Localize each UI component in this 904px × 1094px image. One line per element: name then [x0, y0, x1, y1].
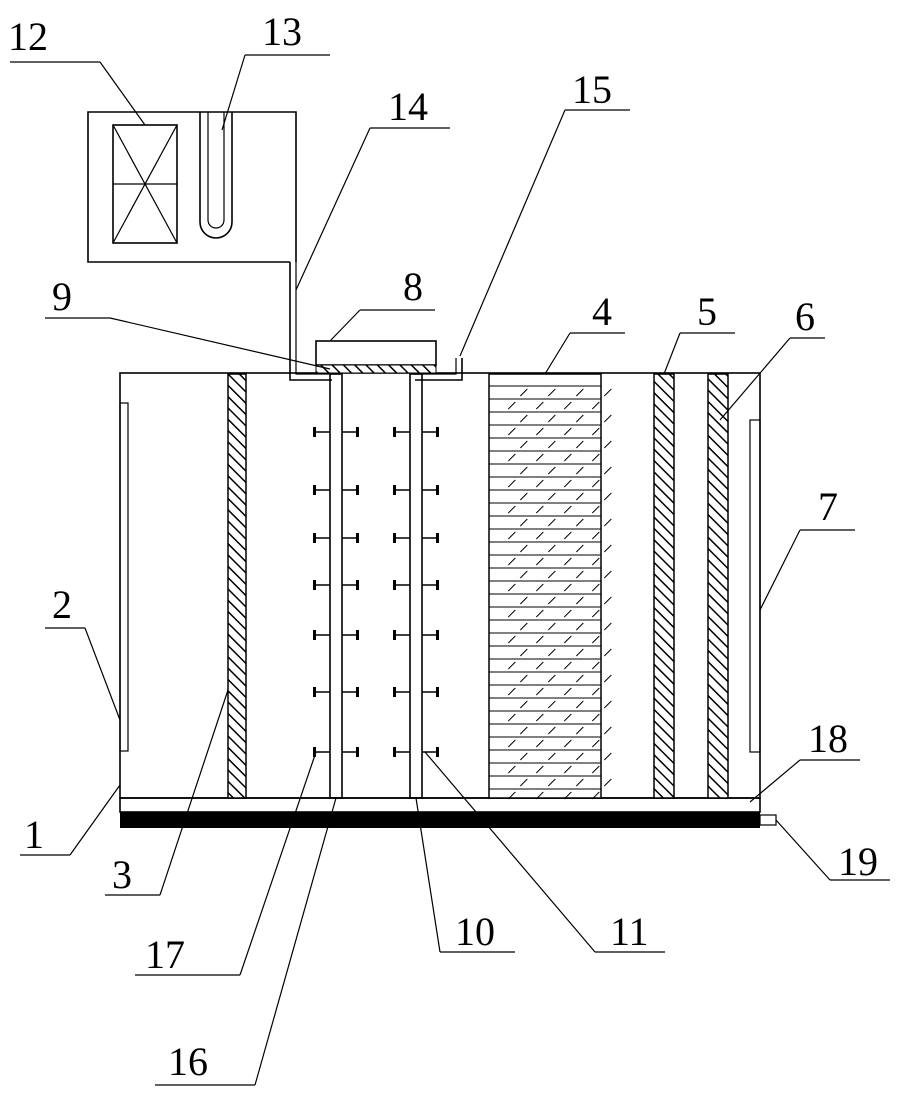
nozzle-icon — [422, 747, 439, 757]
nozzle-icon — [393, 485, 410, 495]
lid-seal — [316, 365, 436, 373]
label-6: 6 — [795, 294, 815, 339]
lid — [316, 341, 436, 365]
nozzle-icon — [393, 747, 410, 757]
nozzle-icon — [342, 485, 359, 495]
nozzle-group — [313, 427, 439, 757]
label-16: 16 — [168, 1039, 208, 1084]
nozzle-icon — [422, 427, 439, 437]
label-7: 7 — [818, 484, 838, 529]
nozzle-icon — [342, 580, 359, 590]
leader-lines — [10, 55, 890, 1085]
nozzle-icon — [422, 687, 439, 697]
label-12: 12 — [8, 14, 48, 59]
nozzle-icon — [313, 485, 330, 495]
label-10: 10 — [455, 909, 495, 954]
control-box — [88, 112, 296, 262]
label-5: 5 — [697, 289, 717, 334]
label-1: 1 — [24, 812, 44, 857]
right-window — [750, 420, 760, 752]
left-window — [120, 403, 128, 751]
nozzle-icon — [342, 747, 359, 757]
nozzle-icon — [313, 687, 330, 697]
label-18: 18 — [808, 716, 848, 761]
nozzle-icon — [313, 630, 330, 640]
spray-tube-16 — [330, 374, 342, 798]
outlet-pipe — [760, 815, 776, 825]
nozzle-icon — [342, 427, 359, 437]
label-14: 14 — [388, 84, 428, 129]
bottom-bar — [120, 812, 760, 828]
nozzle-icon — [393, 427, 410, 437]
nozzle-icon — [393, 687, 410, 697]
nozzle-icon — [422, 485, 439, 495]
nozzle-icon — [342, 687, 359, 697]
label-3: 3 — [112, 852, 132, 897]
nozzle-icon — [422, 580, 439, 590]
nozzle-icon — [393, 580, 410, 590]
nozzle-icon — [313, 533, 330, 543]
nozzle-icon — [422, 533, 439, 543]
label-8: 8 — [403, 264, 423, 309]
label-19: 19 — [838, 839, 878, 884]
label-17: 17 — [145, 932, 185, 977]
filter-plate-5 — [654, 374, 674, 798]
filter-plate-6 — [708, 374, 728, 798]
label-11: 11 — [610, 909, 649, 954]
label-2: 2 — [52, 582, 72, 627]
base-plate — [120, 798, 760, 812]
nozzle-icon — [422, 630, 439, 640]
nozzle-icon — [342, 630, 359, 640]
label-4: 4 — [592, 289, 612, 334]
label-13: 13 — [262, 9, 302, 54]
nozzle-icon — [393, 630, 410, 640]
label-9: 9 — [52, 274, 72, 319]
nozzle-icon — [393, 533, 410, 543]
nozzle-icon — [342, 533, 359, 543]
label-15: 15 — [572, 67, 612, 112]
u-tube — [200, 112, 232, 238]
spray-tube-10 — [410, 374, 422, 798]
nozzle-icon — [313, 427, 330, 437]
nozzle-icon — [313, 580, 330, 590]
filter-plate-3 — [228, 374, 246, 798]
